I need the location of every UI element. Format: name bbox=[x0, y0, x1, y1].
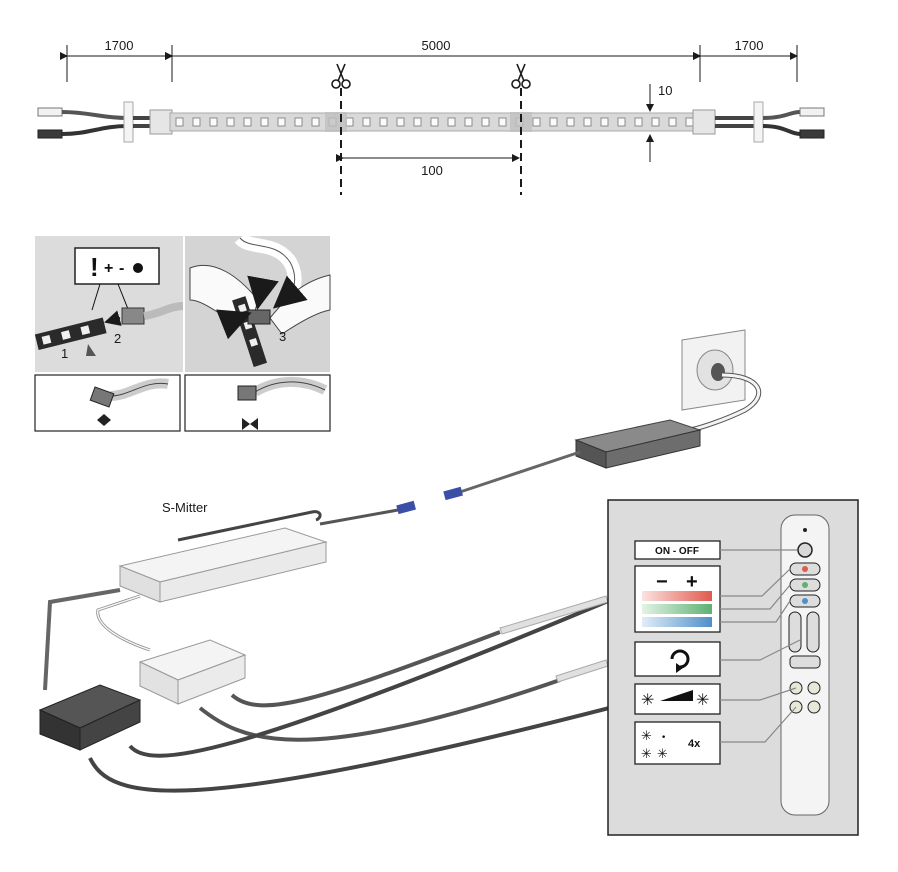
right-lead-cable bbox=[692, 101, 825, 143]
install-panel-unlock bbox=[34, 374, 181, 432]
lock-arrow-icon bbox=[242, 418, 258, 430]
led-chip bbox=[634, 117, 643, 127]
plug-connector bbox=[443, 486, 463, 501]
plus-symbol: + bbox=[686, 571, 698, 593]
led-chip bbox=[651, 117, 660, 127]
install-panel-connect: ! + - 1 2 bbox=[34, 236, 184, 372]
scene-memory-icon: ✳ • ✳ ✳ bbox=[641, 729, 668, 762]
led-chip bbox=[294, 117, 303, 127]
s-mitter-device bbox=[118, 527, 328, 603]
plug-connector bbox=[396, 500, 416, 515]
led-chip bbox=[243, 117, 252, 127]
strip-length: 5000 bbox=[422, 38, 451, 53]
led-chip bbox=[481, 117, 490, 127]
step-arrow-icon bbox=[86, 344, 96, 356]
green-gradient-bar bbox=[642, 604, 712, 614]
led-chip bbox=[362, 117, 371, 127]
polarity-minus: - bbox=[119, 260, 124, 277]
red-dot bbox=[802, 566, 808, 572]
scene-count-label: 4x bbox=[688, 738, 701, 750]
brightness-ramp-icon: ✳ ✳ bbox=[641, 690, 709, 709]
distributor-white bbox=[138, 639, 247, 705]
install-panel-lock bbox=[184, 374, 331, 432]
brightness-legend bbox=[634, 683, 721, 715]
led-chip bbox=[685, 117, 694, 127]
led-chip bbox=[498, 117, 507, 127]
led-chip bbox=[311, 117, 320, 127]
svg-text:✳: ✳ bbox=[657, 747, 668, 762]
led-chip bbox=[277, 117, 286, 127]
led-chip bbox=[617, 117, 626, 127]
led-chip bbox=[549, 117, 558, 127]
strip-dimension-drawing: 1700 5000 1700 bbox=[37, 38, 825, 195]
left-lead-cable bbox=[37, 101, 173, 143]
red-gradient-bar bbox=[642, 591, 712, 601]
blue-gradient-bar bbox=[642, 617, 712, 627]
power-button[interactable] bbox=[797, 542, 813, 558]
cycle-plus-button[interactable] bbox=[806, 611, 820, 653]
step-1-label: 1 bbox=[61, 346, 68, 361]
led-chip bbox=[396, 117, 405, 127]
polarity-plus: + bbox=[104, 260, 113, 277]
led-chip bbox=[379, 117, 388, 127]
scissors-icon bbox=[511, 63, 531, 89]
led-chip bbox=[209, 117, 218, 127]
minus-symbol: − bbox=[656, 571, 668, 593]
transmitter-label: S-Mitter bbox=[162, 500, 208, 515]
scene-button-4[interactable] bbox=[807, 700, 821, 714]
polarity-warning: ! bbox=[90, 252, 99, 282]
led-chip bbox=[345, 117, 354, 127]
led-strip bbox=[169, 112, 696, 132]
wiring-scene: S-Mitter bbox=[38, 329, 762, 793]
scene-button-2[interactable] bbox=[807, 681, 821, 695]
brightness-button[interactable] bbox=[789, 655, 821, 669]
led-strip-segment bbox=[34, 317, 107, 351]
svg-text:✳: ✳ bbox=[641, 747, 652, 762]
scene-memory-legend bbox=[634, 721, 721, 765]
led-chip bbox=[583, 117, 592, 127]
on-off-label: ON - OFF bbox=[655, 546, 699, 557]
step-3-label: 3 bbox=[279, 329, 286, 344]
led-chip bbox=[532, 117, 541, 127]
blue-dot bbox=[802, 598, 808, 604]
cut-interval: 100 bbox=[421, 163, 443, 178]
svg-text:✳: ✳ bbox=[641, 729, 652, 744]
led-chip bbox=[447, 117, 456, 127]
svg-text:✳: ✳ bbox=[696, 690, 709, 709]
led-chip bbox=[566, 117, 575, 127]
wall-socket bbox=[681, 329, 746, 411]
led-chip-row bbox=[175, 117, 694, 127]
remote-control-panel: ON - OFF − + ✳ ✳ ✳ • ✳ bbox=[607, 499, 859, 836]
svg-text:✳: ✳ bbox=[641, 690, 654, 709]
green-dot bbox=[802, 582, 808, 588]
led-chip bbox=[430, 117, 439, 127]
strip-width: 10 bbox=[658, 83, 672, 98]
led-chip bbox=[600, 117, 609, 127]
cycle-minus-button[interactable] bbox=[788, 611, 802, 653]
distributor-black bbox=[38, 684, 142, 751]
release-arrow-icon bbox=[97, 414, 111, 426]
step-2-label: 2 bbox=[114, 331, 121, 346]
led-chip bbox=[464, 117, 473, 127]
led-chip bbox=[192, 117, 201, 127]
left-lead-length: 1700 bbox=[105, 38, 134, 53]
led-chip bbox=[668, 117, 677, 127]
scissors-icon bbox=[331, 63, 351, 89]
power-supply bbox=[574, 419, 702, 469]
led-chip bbox=[413, 117, 422, 127]
svg-text:•: • bbox=[661, 733, 666, 743]
led-chip bbox=[226, 117, 235, 127]
cycle-arrow-icon bbox=[670, 649, 690, 673]
right-lead-length: 1700 bbox=[735, 38, 764, 53]
led-chip bbox=[260, 117, 269, 127]
install-panel-press: 3 bbox=[185, 232, 331, 372]
led-chip bbox=[175, 117, 184, 127]
